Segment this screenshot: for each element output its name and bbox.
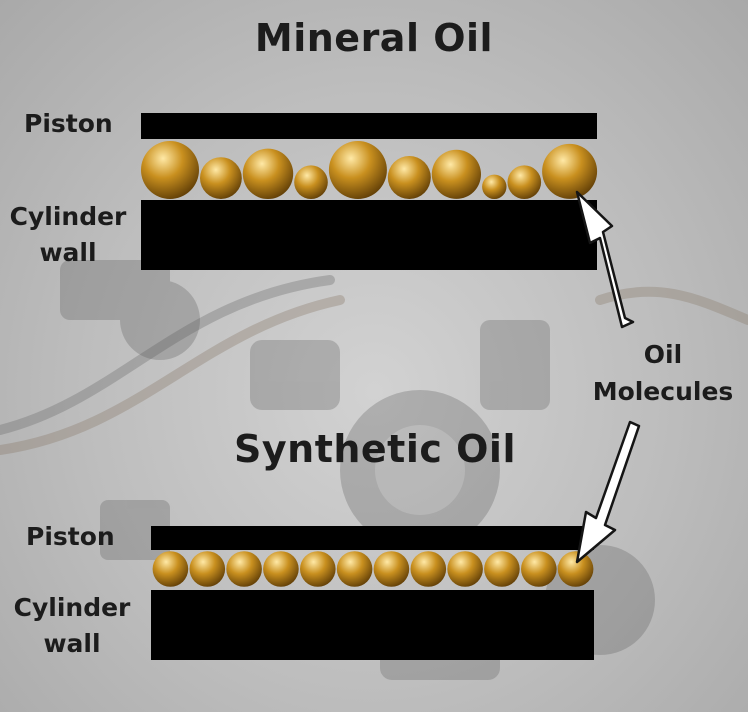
synthetic-oil-molecule — [189, 551, 226, 587]
mineral-oil-molecule — [141, 141, 199, 199]
mineral-oil-molecule — [328, 141, 387, 199]
mineral-cylinder-wall-bar — [141, 200, 597, 270]
oil-molecules-label-line2: Molecules — [592, 377, 734, 406]
synthetic-oil-molecules — [152, 551, 594, 587]
synthetic-oil-molecule — [373, 551, 410, 587]
mineral-cylinder-label-line2: wall — [39, 238, 97, 267]
mineral-oil-molecule — [387, 156, 431, 199]
synthetic-oil-molecule — [484, 551, 520, 587]
synthetic-piston-bar — [151, 526, 594, 550]
mineral-oil-molecules — [141, 141, 598, 200]
mineral-oil-molecule — [200, 157, 242, 200]
synthetic-cylinder-label-line1: Cylinder — [13, 593, 131, 622]
synthetic-oil-molecule — [447, 551, 483, 587]
synthetic-oil-molecule — [152, 551, 189, 587]
mineral-oil-molecule — [507, 165, 542, 199]
synthetic-oil-molecule — [226, 551, 262, 587]
oil-molecules-label-line1: Oil — [643, 340, 683, 369]
mineral-oil-molecule — [294, 165, 328, 199]
synthetic-oil-molecule — [300, 551, 336, 587]
arrow-to-mineral-molecule — [575, 190, 635, 329]
mineral-piston-bar — [141, 113, 597, 139]
mineral-piston-label: Piston — [24, 109, 113, 138]
synthetic-oil-molecule — [521, 551, 557, 587]
synthetic-cylinder-wall-bar — [151, 590, 594, 660]
arrow-to-synthetic-molecule — [575, 420, 641, 564]
synthetic-oil-molecule — [263, 551, 299, 587]
mineral-oil-molecule — [542, 143, 598, 199]
synthetic-oil-molecule — [557, 551, 594, 587]
mineral-cylinder-label-line1: Cylinder — [9, 202, 127, 231]
synthetic-oil-title: Synthetic Oil — [234, 427, 516, 471]
mineral-oil-molecule — [431, 149, 481, 199]
synthetic-oil-molecule — [410, 551, 447, 587]
synthetic-oil-molecule — [336, 551, 373, 587]
mineral-oil-molecule — [242, 148, 294, 199]
mineral-oil-title: Mineral Oil — [254, 16, 494, 60]
synthetic-cylinder-label-line2: wall — [43, 629, 101, 658]
mineral-oil-molecule — [482, 174, 507, 199]
synthetic-piston-label: Piston — [26, 522, 115, 551]
